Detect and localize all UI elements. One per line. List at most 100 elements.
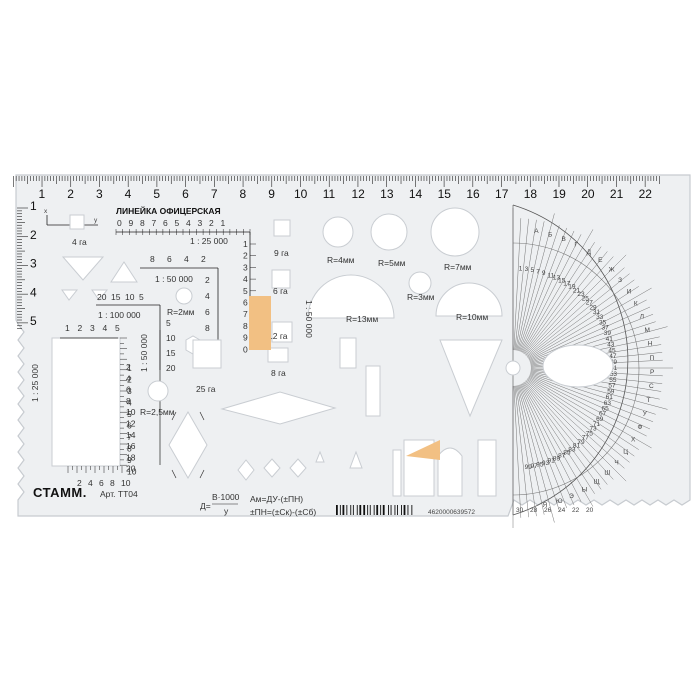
label-r-5mm: R=5мм — [378, 258, 406, 268]
formula-d-den: у — [224, 506, 229, 516]
scale-tick-label: 2 — [201, 254, 206, 264]
formula-am: Ам=ДУ-(±ПН) — [250, 494, 303, 504]
mid-block-label: 1 : 50 000 — [139, 334, 149, 372]
protractor-number: 83 — [568, 446, 576, 453]
protractor-letter: Ы — [582, 486, 588, 493]
protractor-number: 37 — [601, 325, 609, 332]
scale-tick-label: 8 — [150, 254, 155, 264]
protractor-letter: Х — [631, 436, 636, 443]
scale-tick-label: 14 — [126, 430, 136, 440]
scale-tick-label: 8 — [205, 323, 210, 333]
scale-tick-label: 5 — [175, 218, 180, 228]
label-9-ga: 9 га — [274, 248, 289, 258]
scale-tick-label: 10 — [125, 292, 135, 302]
center-cutouts — [267, 219, 497, 497]
circle-r-4mm — [322, 216, 354, 248]
protractor-number: 13 — [553, 275, 561, 282]
scale-tick-label: 5 — [139, 292, 144, 302]
protractor-number: 3 — [525, 266, 529, 273]
protractor-number: 55 — [609, 377, 617, 384]
protractor-number: 7 — [536, 268, 540, 275]
protractor-number: 25 — [582, 295, 590, 302]
scale-tick-label: 15 — [111, 292, 121, 302]
triangle-cutouts — [61, 256, 138, 301]
scale-tick-label: 16 — [126, 441, 136, 451]
label-25-ga: 25 га — [196, 384, 216, 394]
scale-tick-label: 20 — [126, 464, 136, 474]
circle-r-2mm — [175, 287, 193, 305]
protractor-number: 17 — [563, 280, 571, 287]
protractor-number: 69 — [596, 416, 604, 423]
protractor-number: 81 — [573, 443, 581, 450]
protractor-number: 51 — [610, 365, 618, 372]
scale-tick-label: 4 — [186, 218, 191, 228]
scale-tick-label: 10 — [127, 467, 137, 477]
protractor-letter: Ч — [614, 459, 618, 466]
protractor-letter: П — [650, 355, 655, 362]
orange-highlight — [249, 296, 271, 350]
brand-logo: СТАММ. — [33, 485, 87, 500]
top-ruler-number: 14 — [409, 187, 423, 201]
scale-tick-label: 4 — [184, 254, 189, 264]
left-ruler-number: 3 — [30, 257, 37, 271]
protractor-bottom-number: 28 — [530, 507, 538, 514]
scale-tick-label: 6 — [126, 385, 131, 395]
protractor-letter: Б — [548, 231, 552, 238]
left-ruler-number: 2 — [30, 228, 37, 242]
protractor-number: 65 — [601, 405, 609, 412]
protractor-number: 33 — [596, 314, 604, 321]
protractor-number: 5 — [530, 267, 534, 274]
square-25-ga — [192, 339, 222, 369]
scale-25000-label: 1 : 25 000 — [190, 236, 228, 246]
axis-y-label: y — [94, 217, 98, 224]
left-block-label: 1 : 25 000 — [30, 364, 40, 402]
top-ruler-number: 19 — [552, 187, 566, 201]
protractor-number: 9 — [542, 270, 546, 277]
protractor-letter: И — [627, 289, 632, 296]
protractor-number: 21 — [573, 287, 581, 294]
scale-tick-label: 1 — [65, 323, 70, 333]
barcode — [336, 505, 413, 515]
protractor-number: 75 — [586, 430, 594, 437]
top-ruler-number: 11 — [323, 187, 336, 201]
top-ruler-number: 22 — [639, 187, 653, 201]
protractor-bottom-number: 26 — [544, 507, 552, 514]
protractor-letter: Ф — [637, 424, 642, 431]
formula-d-lhs: Д= — [200, 501, 211, 511]
scale-tick-label: 7 — [243, 309, 248, 319]
label-r-2mm: R=2мм — [167, 307, 195, 317]
scale-tick-label: 9 — [243, 333, 248, 343]
top-ruler-number: 13 — [380, 187, 394, 201]
top-ruler-number: 17 — [495, 187, 509, 201]
top-ruler-number: 15 — [438, 187, 452, 201]
top-ruler-number: 16 — [466, 187, 480, 201]
label-r-10mm: R=10мм — [456, 312, 488, 322]
protractor-number: 49 — [610, 359, 618, 366]
protractor-number: 71 — [593, 421, 601, 428]
scale-tick-label: 4 — [243, 274, 248, 284]
protractor-letter: К — [634, 301, 638, 308]
scale-tick-label: 3 — [127, 386, 132, 396]
protractor-letter: Г — [574, 242, 578, 249]
protractor-number: 93 — [542, 460, 550, 467]
top-ruler-number: 8 — [240, 187, 247, 201]
top-ruler-number: 9 — [268, 187, 275, 201]
protractor-letter: Л — [640, 314, 644, 321]
scale-tick-label: 10 — [121, 478, 131, 488]
protractor-number: 43 — [607, 341, 615, 348]
left-ruler-number: 1 — [30, 199, 37, 213]
protractor-letter: Ж — [609, 267, 615, 274]
scale-tick-label: 5 — [243, 286, 248, 296]
label-8-ga: 8 га — [271, 368, 286, 378]
left-ruler-ticks — [17, 207, 28, 329]
barcode-number: 4620000639572 — [428, 509, 475, 516]
scale-tick-label: 1 — [221, 218, 226, 228]
protractor-number: 57 — [608, 383, 616, 390]
protractor-number: 35 — [599, 319, 607, 326]
scale-tick-label: 2 — [243, 251, 248, 261]
axis-x-label: x — [44, 208, 48, 215]
